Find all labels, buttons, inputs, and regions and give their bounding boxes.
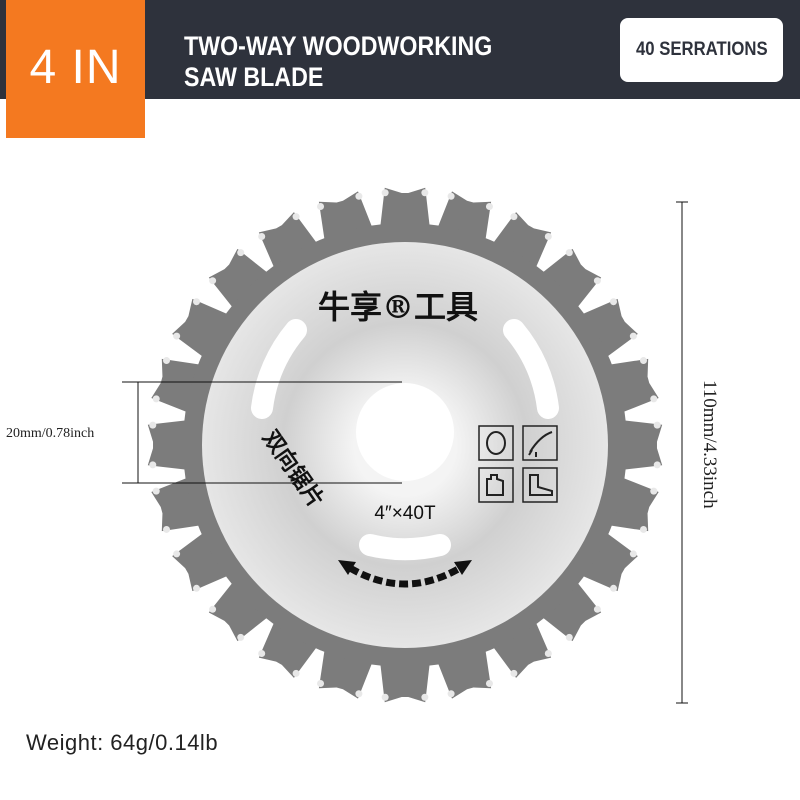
blade-tooth: [172, 529, 233, 592]
carbide-tip: [149, 421, 157, 429]
carbide-tip: [593, 605, 601, 613]
blade-tooth: [577, 529, 638, 592]
carbide-tip: [209, 277, 217, 285]
carbide-tip: [163, 357, 171, 365]
blade-tooth: [618, 419, 663, 471]
carbide-tip: [237, 633, 245, 641]
carbide-tip: [209, 605, 217, 613]
carbide-tip: [447, 192, 455, 200]
blade-tooth: [172, 298, 233, 361]
carbide-tip: [639, 525, 647, 533]
carbide-tip: [565, 633, 573, 641]
carbide-tip: [421, 693, 429, 701]
carbide-tip: [544, 232, 552, 240]
carbide-tip: [510, 213, 518, 221]
carbide-tip: [258, 650, 266, 658]
blade-tooth: [208, 248, 272, 312]
carbide-tip: [593, 277, 601, 285]
carbide-tip: [258, 232, 266, 240]
carbide-tip: [653, 461, 661, 469]
carbide-tip: [192, 584, 200, 592]
blade-tooth: [489, 212, 552, 273]
carbide-tip: [485, 203, 493, 211]
carbide-tip: [163, 525, 171, 533]
carbide-tip: [421, 189, 429, 197]
dimension-lines: [122, 201, 688, 704]
blade-tooth: [538, 578, 602, 642]
carbide-tip: [292, 213, 300, 221]
blade-tooth: [258, 212, 321, 273]
title-line-2: SAW BLADE: [184, 62, 324, 92]
weight-label: Weight: 64g/0.14lb: [26, 730, 219, 755]
carbide-tip: [317, 203, 325, 211]
carbide-tip: [610, 298, 618, 306]
carbide-tip: [650, 395, 658, 403]
carbide-tip: [639, 357, 647, 365]
carbide-tip: [447, 690, 455, 698]
spec-text: 4″×40T: [374, 503, 436, 524]
blade-tooth: [489, 617, 552, 678]
carbide-tip: [610, 584, 618, 592]
brand-text: 牛享®工具: [318, 288, 478, 326]
blade-tooth: [538, 248, 602, 312]
carbide-tip: [355, 690, 363, 698]
carbide-tip: [292, 669, 300, 677]
blade-tooth: [577, 298, 638, 361]
gloves-icon: [478, 467, 514, 503]
carbide-tip: [381, 189, 389, 197]
blade-teeth: [147, 187, 663, 703]
eye-protection-icon: [522, 425, 558, 461]
carbide-tip: [149, 461, 157, 469]
carbide-tip: [544, 650, 552, 658]
carbide-tip: [565, 249, 573, 257]
carbide-tip: [485, 679, 493, 687]
carbide-tip: [152, 395, 160, 403]
carbide-tip: [192, 298, 200, 306]
expansion-slots: [251, 319, 559, 561]
blade-tooth: [258, 617, 321, 678]
face-mask-icon: [478, 425, 514, 461]
serrations-label: 40 SERRATIONS: [635, 39, 768, 60]
carbide-tip: [355, 192, 363, 200]
blade-tooth: [379, 658, 431, 703]
carbide-tip: [317, 679, 325, 687]
carbide-tip: [629, 332, 637, 340]
product-title: TWO-WAY WOODWORKING SAW BLADE: [184, 31, 492, 93]
carbide-tip: [173, 332, 181, 340]
title-line-1: TWO-WAY WOODWORKING: [184, 31, 493, 61]
carbide-tip: [510, 669, 518, 677]
rotation-arrow-icon: [338, 560, 472, 588]
arbor-hole: [356, 383, 454, 481]
carbide-tip: [650, 487, 658, 495]
bore-dimension-label: 20mm/0.78inch: [6, 426, 95, 441]
carbide-tip: [629, 550, 637, 558]
carbide-tip: [173, 550, 181, 558]
diameter-dimension-label: 110mm/4.33inch: [699, 380, 720, 509]
carbide-tip: [152, 487, 160, 495]
boot-icon: [522, 467, 558, 503]
blade-tooth: [208, 578, 272, 642]
carbide-tip: [653, 421, 661, 429]
blade-tooth: [379, 187, 431, 232]
carbide-tip: [381, 693, 389, 701]
blade-tooth: [147, 419, 192, 471]
size-badge: 4 IN: [6, 0, 145, 138]
carbide-tip: [237, 249, 245, 257]
serrations-badge: 40 SERRATIONS: [620, 18, 783, 82]
